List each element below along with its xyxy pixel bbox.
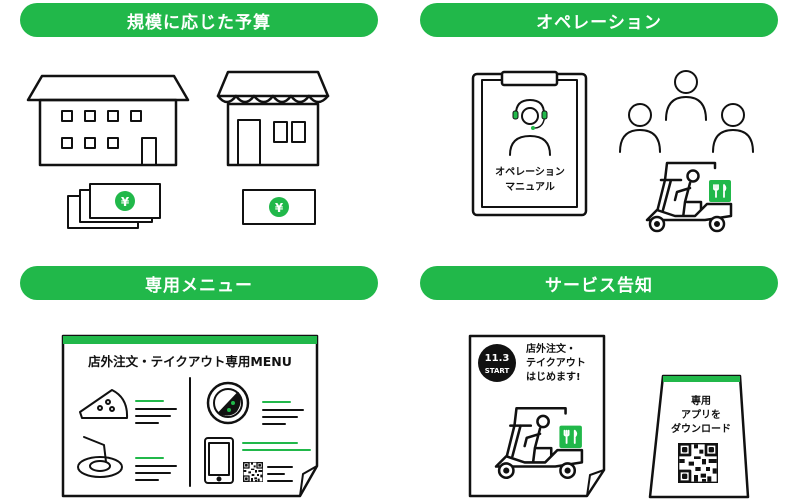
plate-icon: [206, 381, 250, 425]
badge-date: 11.3: [485, 353, 510, 364]
menu-text-lines: [135, 400, 311, 482]
start-badge: [478, 344, 516, 382]
stand-text: アプリを: [681, 408, 721, 421]
yen-symbol: ¥: [121, 195, 130, 209]
app-download-stand: 専用 アプリを ダウンロード: [648, 374, 750, 499]
stand-text: 専用: [691, 394, 711, 407]
building-icon: [26, 74, 190, 167]
staff-people-icon: [619, 70, 754, 153]
section-header-budget: 規模に応じた予算: [20, 3, 378, 37]
flyer-text: テイクアウト: [526, 357, 586, 369]
money-bill-icon: ¥: [242, 189, 316, 225]
pizza-icon: [79, 389, 129, 419]
money-stack-icon: ¥: [67, 183, 161, 229]
clipboard-manual-icon: オペレーション マニュアル: [471, 70, 588, 217]
section-header-menu: 専用メニュー: [20, 266, 378, 300]
header-label: 専用メニュー: [145, 275, 253, 296]
stand-text: ダウンロード: [671, 422, 731, 435]
yen-symbol: ¥: [275, 201, 284, 215]
pasta-icon: [77, 436, 123, 478]
badge-start: START: [485, 367, 510, 375]
menu-title: 店外注文・テイクアウト専用MENU: [88, 354, 292, 369]
qr-code-icon: [678, 443, 718, 483]
launch-flyer: 11.3 START 店外注文・ テイクアウト はじめます!: [468, 334, 606, 498]
section-header-operation: オペレーション: [420, 3, 778, 37]
delivery-scooter-icon: [645, 161, 733, 233]
manual-label: マニュアル: [505, 181, 555, 193]
smartphone-icon: [204, 437, 234, 484]
header-label: オペレーション: [536, 12, 662, 33]
store-icon: [216, 70, 330, 167]
section-header-notice: サービス告知: [420, 266, 778, 300]
header-label: サービス告知: [545, 275, 653, 296]
flyer-text: はじめます!: [526, 371, 581, 383]
qr-code-icon: [243, 462, 263, 482]
flyer-text: 店外注文・: [526, 342, 576, 355]
takeout-menu-sheet: 店外注文・テイクアウト専用MENU: [61, 334, 319, 498]
header-label: 規模に応じた予算: [127, 12, 271, 33]
manual-label: オペレーション: [495, 166, 565, 178]
